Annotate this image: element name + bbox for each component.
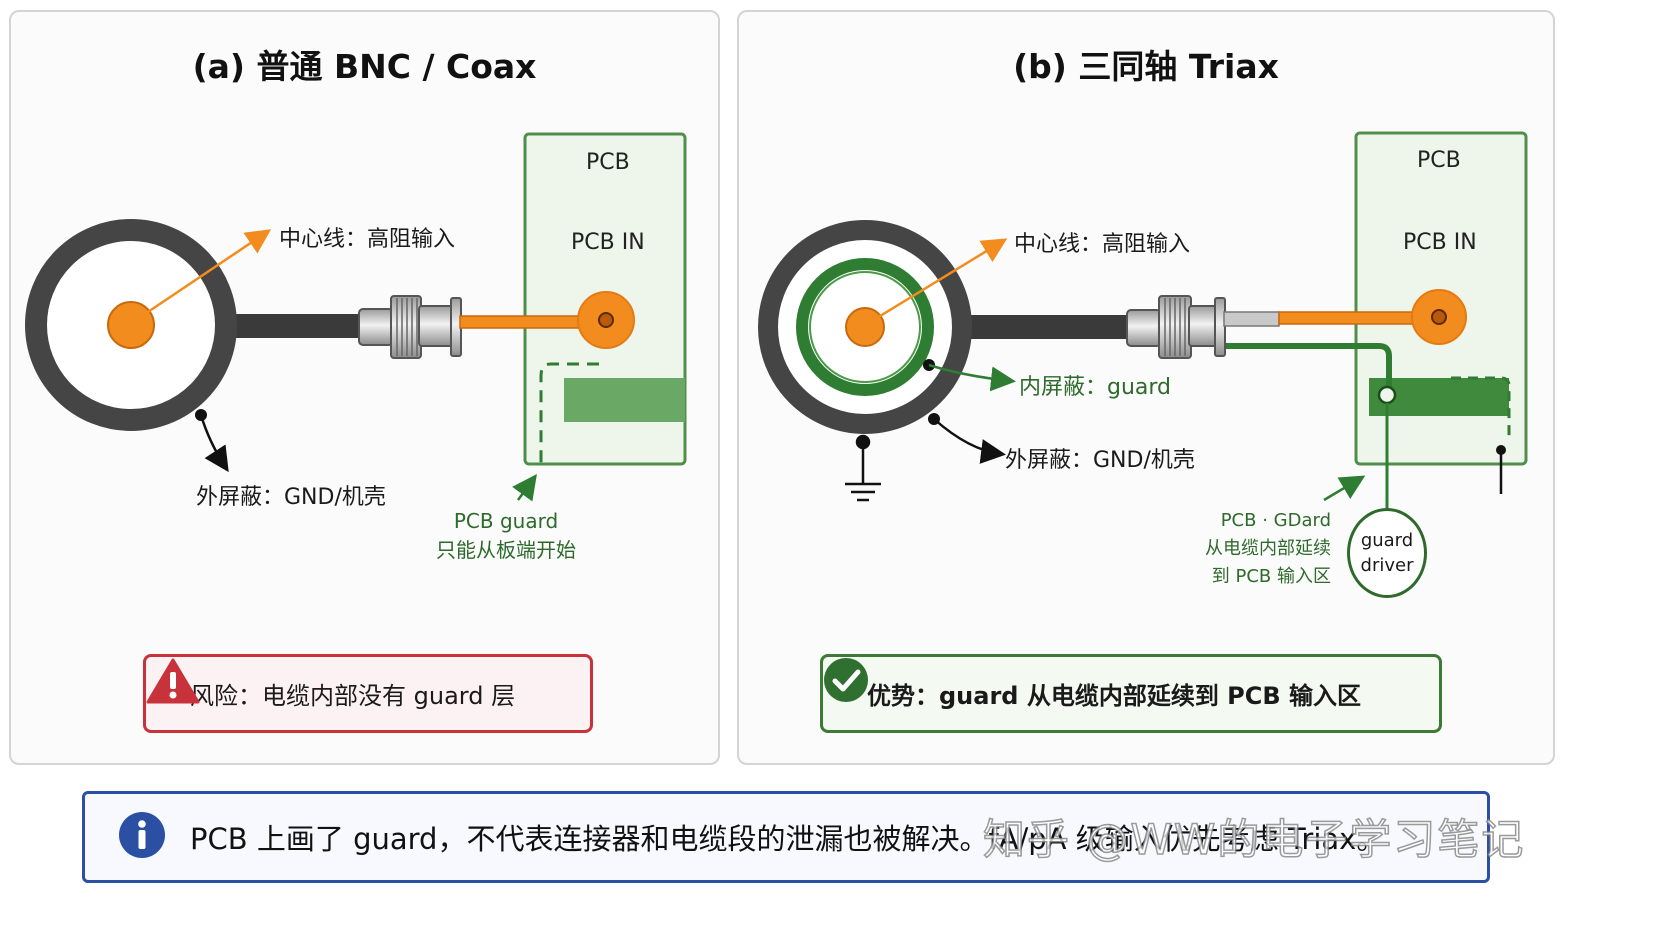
pcb-in-label: PCB IN bbox=[1403, 230, 1477, 255]
inner-leader bbox=[928, 363, 1016, 392]
inner-shield-label: 内屏蔽：guard bbox=[1019, 375, 1172, 400]
panel-b-title: (b) 三同轴 Triax bbox=[1013, 47, 1279, 86]
panel-a-title: (a) 普通 BNC / Coax bbox=[192, 47, 537, 86]
info-bar: PCB 上画了 guard，不代表连接器和电缆段的泄漏也被解决。fA/pA 级输… bbox=[82, 791, 1490, 883]
center-conductor bbox=[107, 301, 155, 349]
guard-driver-line2: driver bbox=[1360, 555, 1414, 576]
pcb-label: PCB bbox=[1417, 148, 1461, 173]
risk-text: 风险：电缆内部没有 guard 层 bbox=[190, 682, 516, 710]
triax-cable bbox=[964, 315, 1134, 339]
pcb-guard-note-line1: PCB · GDard bbox=[1220, 510, 1331, 531]
info-icon bbox=[118, 811, 166, 863]
advantage-callout: 优势：guard 从电缆内部延续到 PCB 输入区 bbox=[820, 654, 1442, 733]
advantage-text: 优势：guard 从电缆内部延续到 PCB 输入区 bbox=[867, 682, 1362, 710]
panel-triax: (b) 三同轴 Triax bbox=[737, 10, 1555, 765]
pcb-guard-trace bbox=[564, 378, 685, 422]
coax-diagram bbox=[25, 132, 687, 502]
guard-driver: guard driver bbox=[1347, 508, 1427, 598]
guard-driver-line1: guard bbox=[1360, 530, 1414, 551]
watermark: 知乎 @WW的电子学习笔记 bbox=[982, 814, 1526, 865]
center-conductor-label: 中心线：高阻输入 bbox=[279, 227, 456, 252]
center-conductor-label: 中心线：高阻输入 bbox=[1014, 232, 1191, 257]
center-conductor bbox=[845, 307, 885, 347]
pcb-label: PCB bbox=[586, 150, 630, 175]
info-text: PCB 上画了 guard，不代表连接器和电缆段的泄漏也被解决。fA/pA 级输… bbox=[190, 822, 1386, 856]
center-leader bbox=[132, 229, 272, 324]
pcb-guard-note: PCB guard 只能从板端开始 bbox=[426, 507, 586, 565]
outer-shield-label: 外屏蔽：GND/机壳 bbox=[1005, 448, 1195, 473]
panel-bnc-coax: (a) 普通 BNC / Coax bbox=[9, 10, 720, 765]
pcb-in-label: PCB IN bbox=[571, 230, 645, 255]
center-leader bbox=[866, 238, 1008, 326]
outer-leader bbox=[933, 418, 1006, 464]
pcb-guard-note-line2: 只能从板端开始 bbox=[436, 538, 576, 562]
guard-route bbox=[1226, 343, 1392, 397]
guard-leader bbox=[1323, 475, 1366, 502]
outer-leader bbox=[199, 414, 229, 473]
pcb-guard-note-line1: PCB guard bbox=[453, 509, 559, 533]
pcb-guard-note-line2: 从电缆内部延续 bbox=[1205, 538, 1331, 559]
outer-shield-label: 外屏蔽：GND/机壳 bbox=[196, 485, 386, 510]
risk-callout: 风险：电缆内部没有 guard 层 bbox=[143, 654, 593, 733]
pcb-guard-note-line3: 到 PCB 输入区 bbox=[1211, 566, 1331, 587]
bnc-connector bbox=[358, 295, 462, 359]
pcb-guard-note: PCB · GDard 从电缆内部延续 到 PCB 输入区 bbox=[1183, 507, 1331, 591]
ground-symbol bbox=[845, 434, 881, 502]
guard-leader bbox=[512, 473, 537, 502]
triax-connector bbox=[1126, 295, 1280, 359]
triax-diagram bbox=[758, 131, 1528, 508]
pcb-guard-dashed bbox=[539, 362, 599, 467]
coax-cable bbox=[226, 314, 376, 338]
